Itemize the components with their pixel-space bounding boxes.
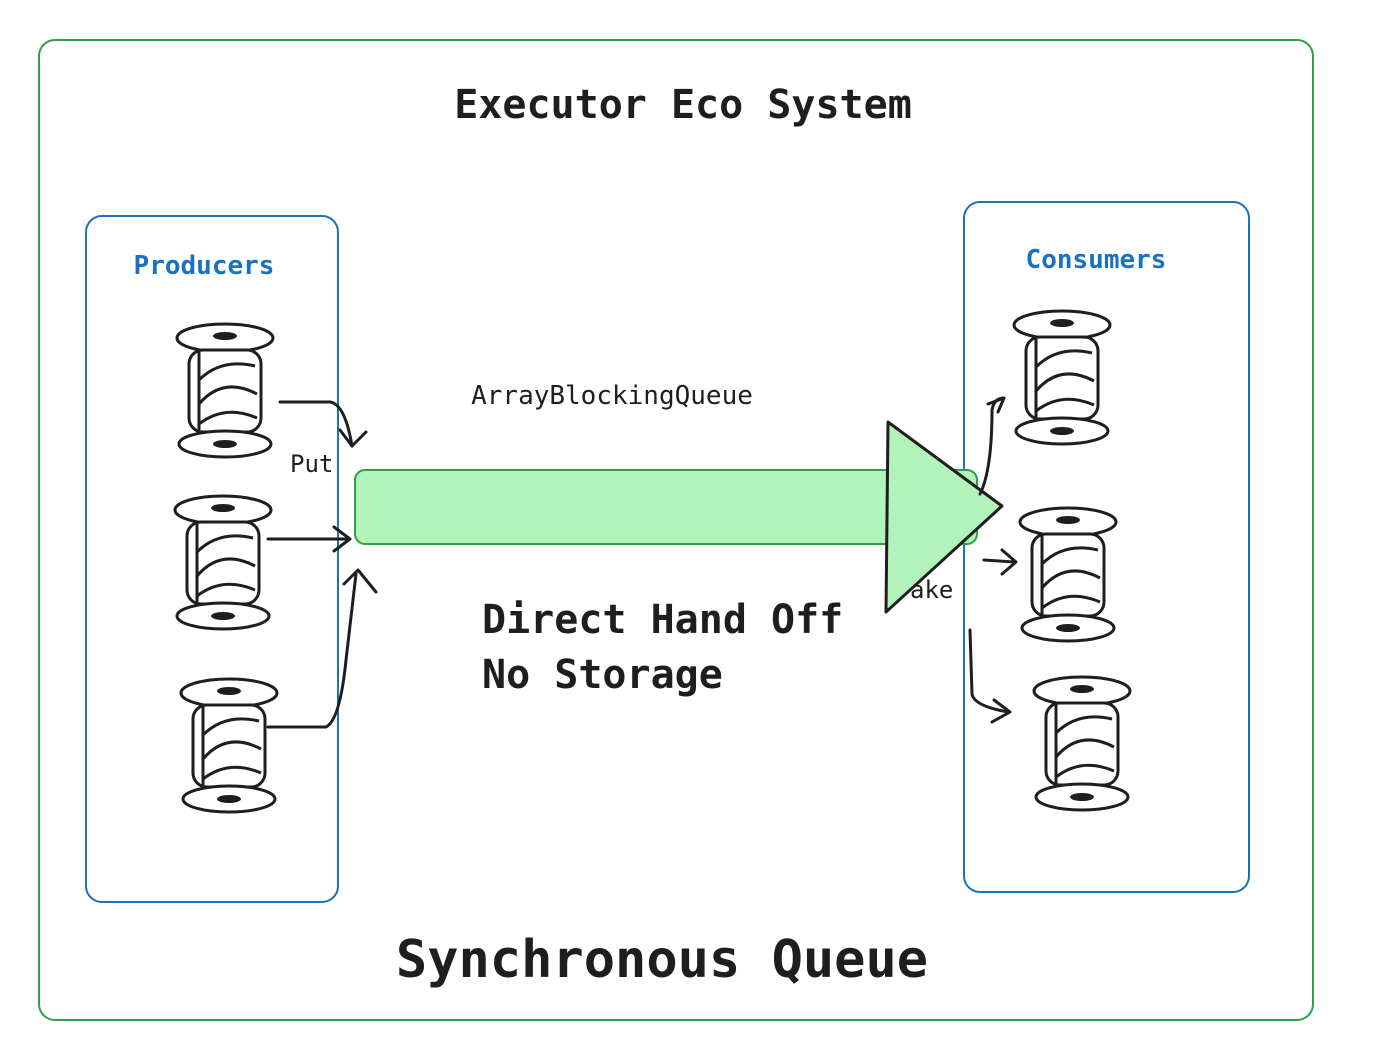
take-label: ake bbox=[910, 576, 953, 604]
queue-label: ArrayBlockingQueue bbox=[471, 381, 753, 411]
queue-pipe bbox=[354, 469, 978, 545]
producer-worker-icon bbox=[175, 322, 275, 459]
consumer-worker-icon bbox=[1032, 675, 1132, 812]
take-arrows bbox=[968, 396, 1018, 724]
producer-worker-icon bbox=[173, 494, 273, 631]
put-arrows bbox=[266, 400, 378, 729]
consumers-label: Consumers bbox=[1026, 245, 1167, 275]
consumers-group bbox=[963, 201, 1250, 893]
consumer-worker-icon bbox=[1012, 309, 1112, 446]
queue-note-line-2: No Storage bbox=[482, 652, 723, 698]
diagram-title: Executor Eco System bbox=[454, 82, 912, 128]
consumer-worker-icon bbox=[1018, 506, 1118, 643]
put-label: Put bbox=[290, 450, 333, 478]
queue-arrow-head bbox=[884, 420, 1004, 614]
producer-worker-icon bbox=[179, 677, 279, 814]
producers-group bbox=[85, 215, 339, 903]
diagram-footer: Synchronous Queue bbox=[396, 930, 928, 990]
producers-label: Producers bbox=[134, 251, 275, 281]
outer-frame bbox=[38, 39, 1314, 1021]
queue-note-line-1: Direct Hand Off bbox=[482, 597, 843, 643]
